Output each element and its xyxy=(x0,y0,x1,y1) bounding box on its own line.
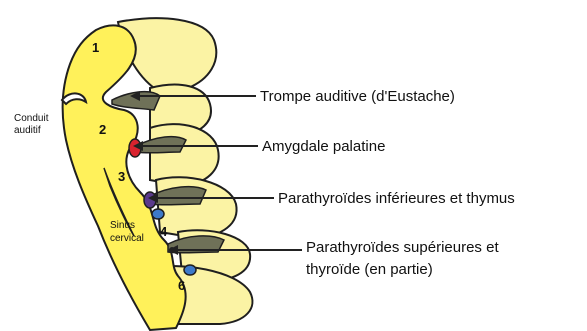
parathyroid-blue-marker-upper xyxy=(152,209,164,219)
pouch-2 xyxy=(136,137,186,153)
external-canal-label-line1: Conduit xyxy=(14,113,49,124)
callout-palatine-tonsil: Amygdale palatine xyxy=(262,138,385,155)
callout-inferior-parathyroid-thymus: Parathyroïdes inférieures et thymus xyxy=(278,190,515,207)
arch-number-2: 2 xyxy=(99,122,106,137)
external-canal-label-line2: auditif xyxy=(14,125,41,136)
arch-number-4: 4 xyxy=(160,224,168,239)
callout-superior-parathyroid-line2: thyroïde (en partie) xyxy=(306,261,433,278)
arch-number-6: 6 xyxy=(178,278,185,293)
arch-number-3: 3 xyxy=(118,169,125,184)
parathyroid-blue-marker-lower xyxy=(184,265,196,275)
cervical-sinus-label-line1: Sinus xyxy=(110,220,135,231)
callout-superior-parathyroid-line1: Parathyroïdes supérieures et xyxy=(306,239,499,256)
cervical-sinus-label-line2: cervical xyxy=(110,233,144,244)
arch-number-1: 1 xyxy=(92,40,99,55)
callout-eustachian-tube: Trompe auditive (d'Eustache) xyxy=(260,88,455,105)
